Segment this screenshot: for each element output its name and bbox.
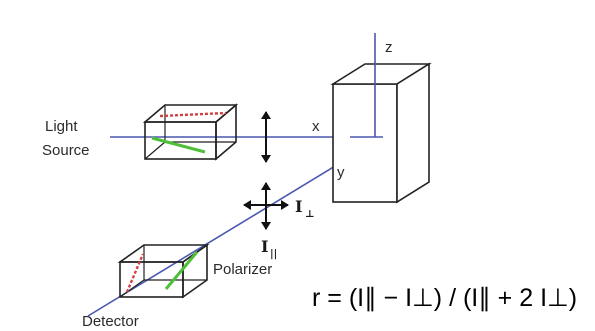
axis-x-label: x: [312, 118, 320, 135]
analyzer-prism-diagonal-green: [164, 251, 199, 290]
i-par-subscript: ||: [270, 249, 277, 260]
excitation-polarizer-box: [142, 103, 239, 161]
polarizer-prism-diagonal-red: [159, 111, 227, 118]
i-perp-symbol: I: [295, 197, 302, 216]
axis-z-label: z: [385, 39, 393, 56]
polarizer-label: Polarizer: [213, 261, 272, 278]
i-perp-subscript: ⊥: [305, 209, 315, 220]
emission-polarizer-box: [117, 243, 210, 299]
light-source-label-line1: Light: [45, 118, 78, 135]
light-source-label-line2: Source: [42, 142, 90, 159]
i-par-symbol: I: [261, 237, 268, 256]
sample-cuvette: [330, 62, 432, 204]
polarizer-prism-diagonal-green: [151, 136, 206, 154]
axis-y-label: y: [337, 164, 345, 181]
analyzer-prism-diagonal-red: [125, 253, 145, 293]
detector-label: Detector: [82, 313, 139, 330]
anisotropy-formula: r = (I∥ − I⊥) / (I∥ + 2 I⊥): [312, 284, 578, 312]
